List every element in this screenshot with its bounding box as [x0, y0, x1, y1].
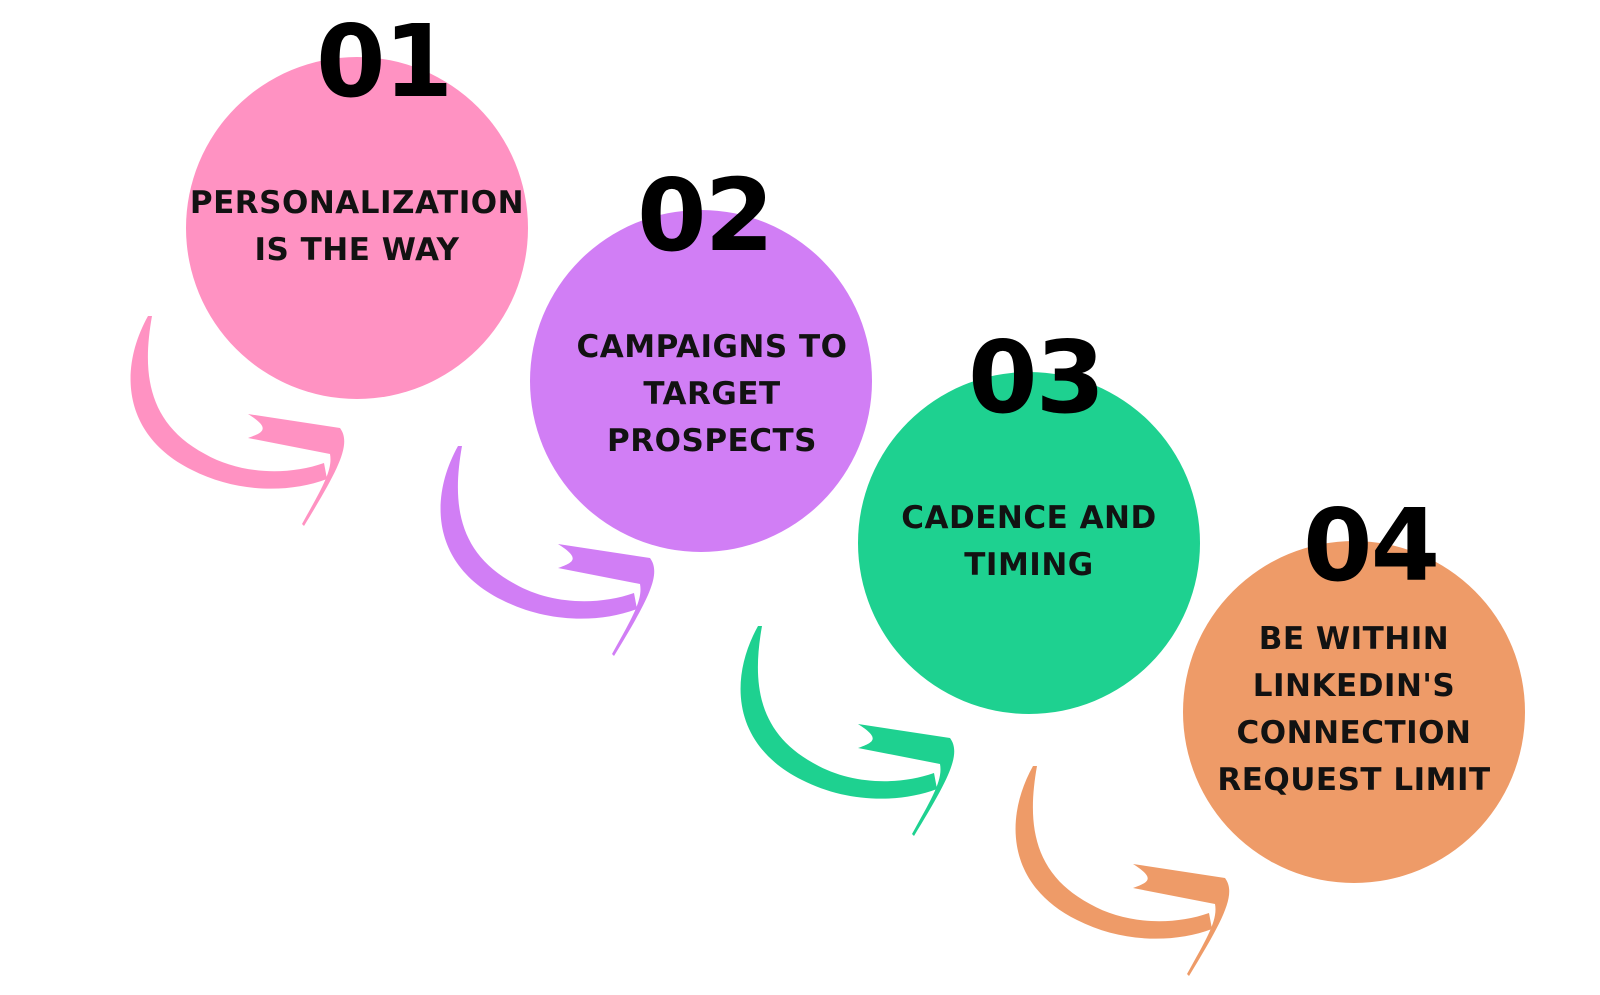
curved-arrow-icon-1 [130, 316, 345, 526]
arrow-head [248, 414, 345, 526]
step-label-line: CONNECTION [1236, 715, 1472, 751]
step-circle [858, 372, 1200, 714]
step-circle [530, 210, 872, 552]
step-number: 01 [316, 3, 453, 120]
step-circle [186, 57, 528, 399]
step-circle [1183, 541, 1525, 883]
arrow-head [558, 544, 655, 656]
curved-arrow-icon-4 [1015, 766, 1230, 976]
step-label-line: PERSONALIZATION [189, 185, 525, 221]
step-label-line: REQUEST LIMIT [1217, 762, 1491, 798]
arrow-shaft [130, 316, 327, 489]
arrow-shaft [440, 446, 637, 619]
step-number: 02 [637, 157, 774, 274]
step-label: CADENCE AND TIMING [858, 495, 1200, 589]
arrow-shaft [740, 626, 937, 799]
step-number: 03 [968, 319, 1105, 436]
curved-arrow-icon-3 [740, 626, 955, 836]
step-label-line: LINKEDIN'S [1252, 668, 1456, 704]
step-label-line: TARGET [643, 376, 781, 412]
curved-arrow-icon-2 [440, 446, 655, 656]
step-label-line: PROSPECTS [607, 423, 817, 459]
step-label: CAMPAIGNS TO TARGET PROSPECTS [541, 324, 883, 465]
step-label-line: CAMPAIGNS TO [576, 329, 848, 365]
arrow-head [858, 724, 955, 836]
step-number: 04 [1303, 487, 1440, 604]
arrow-shaft [1015, 766, 1212, 939]
step-label-line: IS THE WAY [254, 232, 460, 268]
step-label-line: BE WITHIN [1258, 621, 1450, 657]
step-label: BE WITHIN LINKEDIN'S CONNECTION REQUEST … [1183, 616, 1525, 804]
arrow-head [1133, 864, 1230, 976]
step-label: PERSONALIZATION IS THE WAY [186, 180, 528, 274]
step-label-line: CADENCE AND [901, 500, 1157, 536]
step-label-line: TIMING [964, 547, 1094, 583]
